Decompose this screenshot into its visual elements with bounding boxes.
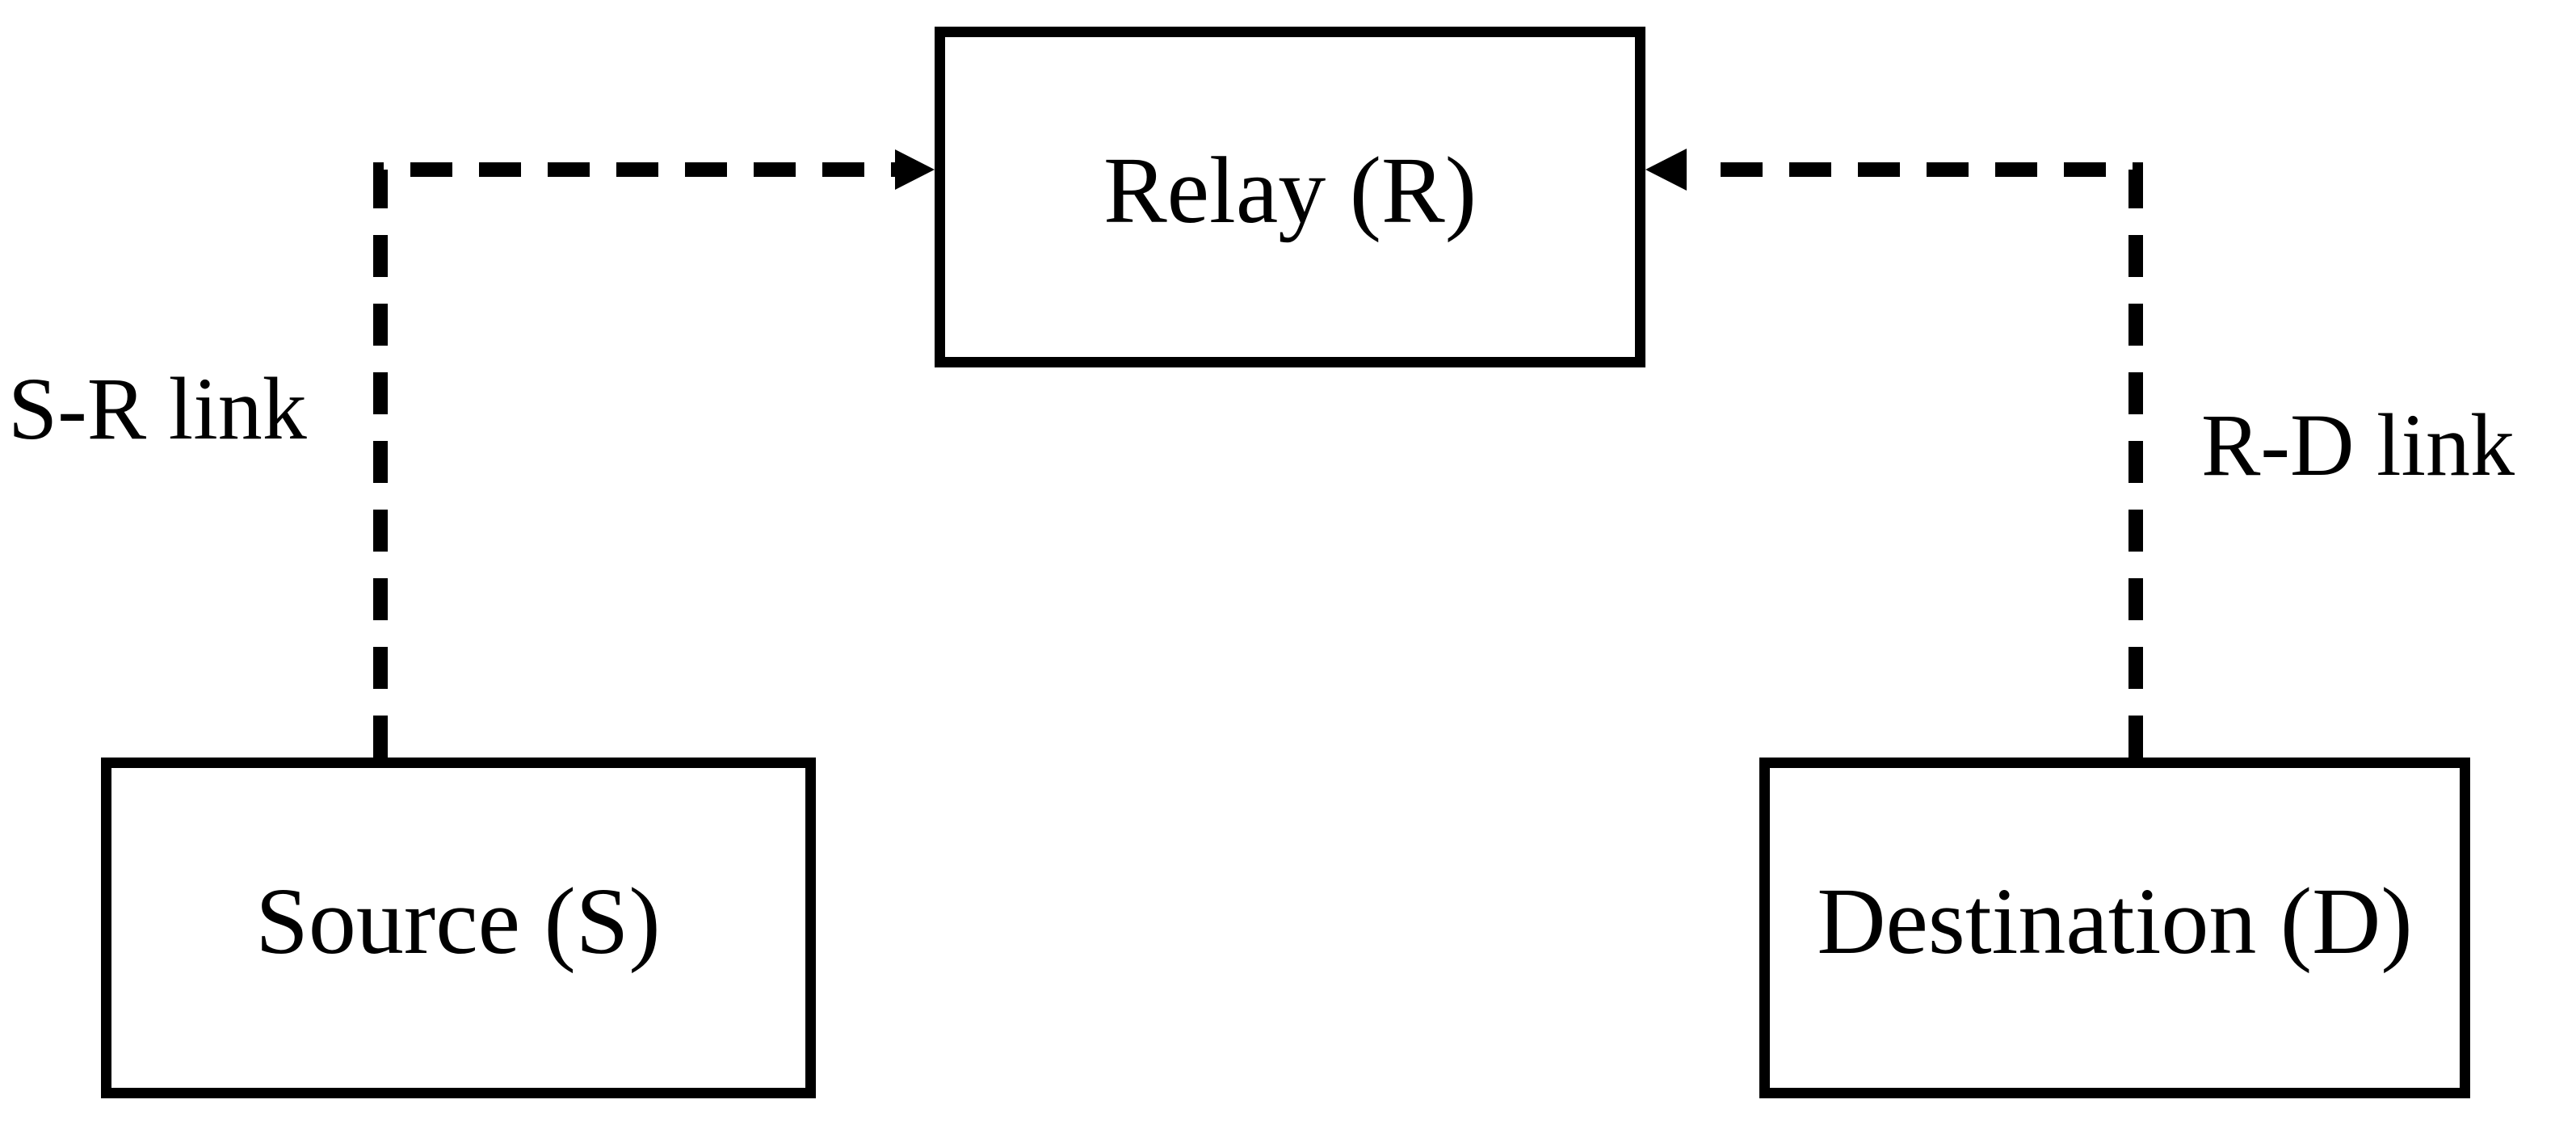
node-destination-box[interactable] <box>1759 758 2470 1098</box>
node-destination-label: Destination (D) <box>1817 868 2412 974</box>
node-relay-box[interactable] <box>935 27 1645 367</box>
node-source-label: Source (S) <box>255 868 660 974</box>
node-source-box[interactable] <box>101 758 816 1098</box>
link-label-r-d: R-D link <box>2201 396 2515 494</box>
s-r-arrowhead-icon <box>895 149 935 190</box>
link-label-s-r: S-R link <box>8 359 307 458</box>
s-r-link-line <box>373 162 917 758</box>
r-d-arrowhead-icon <box>1645 149 1687 191</box>
node-relay-label: Relay (R) <box>1103 137 1477 243</box>
r-d-link-line <box>1704 162 2143 758</box>
